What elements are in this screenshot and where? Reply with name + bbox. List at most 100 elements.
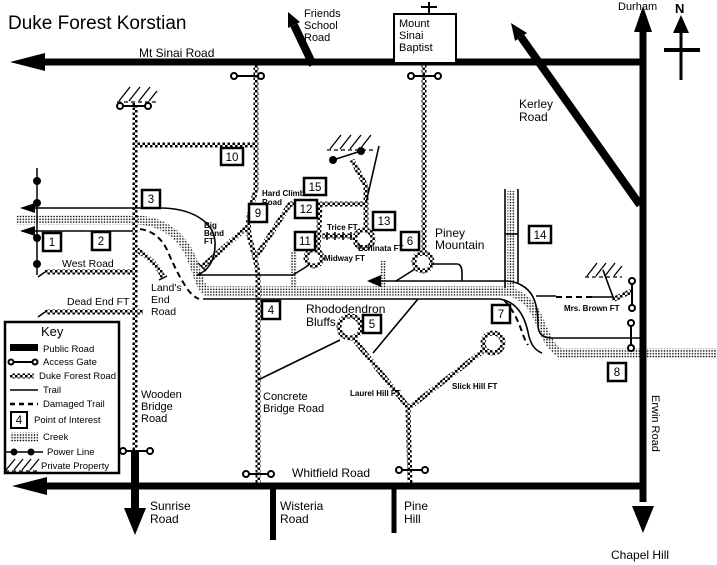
poi-box-2: 2 bbox=[90, 230, 112, 252]
rhododendron-bluffs-label-1: Rhododendron bbox=[306, 302, 385, 316]
whitfield-road-arrow bbox=[12, 477, 47, 495]
rhododendron-bluffs-label-2: Bluffs bbox=[306, 315, 336, 329]
power-lines bbox=[33, 147, 365, 275]
chapel-hill-label: Chapel Hill bbox=[611, 548, 669, 562]
creekside-trail bbox=[203, 298, 543, 354]
laurel-cross-trail bbox=[372, 298, 419, 354]
big-bend-ft-label-1: Big bbox=[204, 221, 217, 230]
big-bend-ft-line bbox=[200, 225, 249, 269]
mid-trail bbox=[378, 280, 640, 339]
west-road-label: West Road bbox=[62, 258, 114, 270]
sunrise-road-arrow bbox=[124, 508, 146, 535]
sunrise-road-label-2: Road bbox=[150, 512, 179, 526]
church-box bbox=[393, 13, 457, 64]
gate-mrs-brown-south bbox=[627, 319, 635, 352]
poi-box-1: 1 bbox=[41, 231, 63, 253]
main-creek bbox=[16, 215, 717, 358]
concrete-bridge-road-line bbox=[245, 62, 261, 486]
wooden-bridge-road-label-2: Bridge bbox=[141, 401, 173, 413]
mrs-brown-trail-east bbox=[592, 269, 615, 298]
piney-loop-trail-west bbox=[395, 268, 416, 282]
pine-hill-label-2: Hill bbox=[404, 512, 421, 526]
friends-school-road-label-2: School bbox=[304, 20, 338, 32]
svg-text:14: 14 bbox=[534, 230, 547, 242]
erwin-road-arrow-north bbox=[634, 6, 652, 32]
poi-box-11: 11 bbox=[293, 230, 317, 252]
trail-arrow-left-upper bbox=[20, 203, 35, 213]
gate-wooden-bridge-south bbox=[119, 447, 154, 455]
concrete-bridge-road-label-1: Concrete bbox=[263, 391, 308, 403]
gate-piney-north bbox=[407, 72, 442, 80]
wisteria-road-label-1: Wisteria bbox=[280, 499, 324, 513]
church-label-2: Sinai bbox=[399, 30, 423, 42]
friends-school-road-arrow bbox=[288, 12, 300, 28]
poi-box-13: 13 bbox=[371, 210, 397, 232]
big-bend-ft-label-3: FT bbox=[204, 237, 214, 246]
legend-point-of-interest-icon: 4 bbox=[10, 411, 28, 429]
legend-duke-forest-road-label: Duke Forest Road bbox=[39, 371, 116, 382]
piney-mountain-label-1: Piney bbox=[435, 226, 465, 240]
kerley-road-line bbox=[517, 34, 644, 208]
legend-public-road-label: Public Road bbox=[43, 344, 94, 355]
kerley-road-label-2: Road bbox=[519, 110, 548, 124]
whitfield-road-label: Whitfield Road bbox=[292, 466, 370, 480]
poi-box-9: 9 bbox=[247, 202, 269, 224]
pine-hill-label-1: Pine bbox=[404, 499, 428, 513]
poi-box-12: 12 bbox=[293, 198, 319, 220]
svg-text:7: 7 bbox=[498, 309, 504, 321]
trail-network bbox=[22, 145, 640, 381]
private-property-northwest bbox=[117, 86, 158, 103]
wooden-bridge-road-label-3: Road bbox=[141, 413, 167, 425]
echinata-ft-label: Echinata FT bbox=[358, 244, 403, 253]
church-label-1: Mount bbox=[399, 18, 430, 30]
poi-box-7: 7 bbox=[490, 303, 512, 325]
private-property-east bbox=[585, 262, 623, 278]
trail-arrow-left-lower bbox=[20, 226, 35, 236]
laurel-hill-road-line bbox=[351, 336, 413, 487]
svg-text:8: 8 bbox=[614, 367, 620, 379]
compass-rose: N bbox=[664, 1, 700, 80]
piney-creek-trail bbox=[504, 189, 519, 288]
gate-concrete-bridge-north bbox=[230, 72, 265, 80]
svg-text:10: 10 bbox=[226, 152, 239, 164]
lands-end-road-line bbox=[135, 247, 166, 279]
midway-ft-label: Midway FT bbox=[324, 254, 365, 263]
gate-mrs-brown-north bbox=[628, 277, 636, 312]
kerley-road-label-1: Kerley bbox=[519, 97, 553, 111]
hard-climb-road-label-2: Road bbox=[262, 198, 282, 207]
rhododendron-trail bbox=[257, 339, 341, 381]
hard-climb-road-label-1: Hard Climb bbox=[262, 189, 305, 198]
poi-box-4: 4 bbox=[260, 299, 282, 321]
slick-hill-ft-line bbox=[408, 349, 485, 409]
svg-text:4: 4 bbox=[268, 305, 275, 317]
duke-forest-roads bbox=[45, 62, 634, 487]
svg-text:3: 3 bbox=[148, 194, 154, 206]
erwin-road-arrow-south bbox=[632, 506, 654, 533]
mt-sinai-road-label: Mt Sinai Road bbox=[139, 46, 214, 60]
poi-box-15: 15 bbox=[302, 176, 328, 197]
legend: Key Public Road Access Gate Duke Forest … bbox=[3, 320, 121, 475]
svg-text:2: 2 bbox=[98, 236, 104, 248]
mrs-brown-spur-road bbox=[610, 288, 634, 303]
svg-text:13: 13 bbox=[378, 216, 391, 228]
durham-label: Durham bbox=[618, 1, 657, 13]
legend-power-line-label: Power Line bbox=[47, 447, 95, 458]
svg-text:11: 11 bbox=[299, 236, 311, 248]
slick-hill-ft-label: Slick Hill FT bbox=[452, 382, 497, 391]
legend-private-property-icon bbox=[5, 458, 40, 472]
laurel-hill-ft-label: Laurel Hill FT bbox=[350, 389, 401, 398]
church-label-3: Baptist bbox=[399, 42, 433, 54]
svg-text:1: 1 bbox=[49, 237, 55, 249]
legend-creek-label: Creek bbox=[43, 432, 69, 443]
poi-box-5: 5 bbox=[361, 313, 383, 335]
private-property-areas bbox=[117, 86, 623, 278]
poi-box-10: 10 bbox=[219, 146, 245, 167]
west-trail-upper bbox=[22, 207, 310, 276]
poi-box-6: 6 bbox=[399, 230, 421, 252]
legend-access-gate-label: Access Gate bbox=[43, 357, 97, 368]
gate-concrete-bridge-south bbox=[242, 470, 275, 478]
piney-mountain-label-2: Mountain bbox=[435, 238, 484, 252]
private-property-center bbox=[327, 134, 376, 151]
